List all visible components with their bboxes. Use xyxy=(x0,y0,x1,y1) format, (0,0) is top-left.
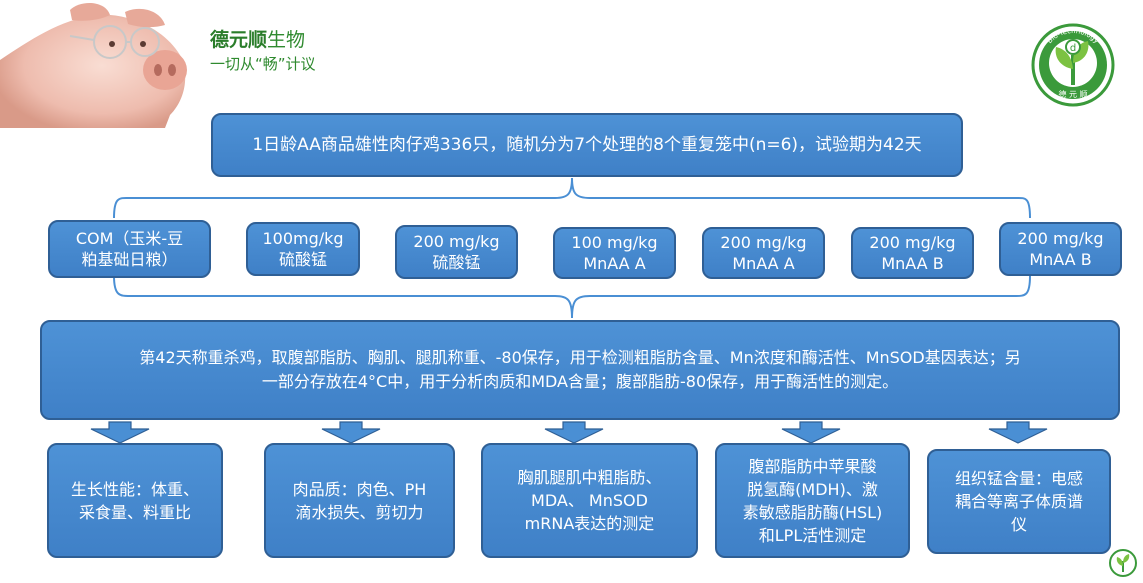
sampling-procedure-box: 第42天称重杀鸡，取腹部脂肪、胸肌、腿肌称重、-80保存，用于检测粗脂肪含量、M… xyxy=(40,320,1120,420)
pig-with-glasses-image xyxy=(0,3,187,128)
outcome-4-line-2: 脱氢酶(MDH)、激 xyxy=(747,479,878,499)
group-7-line-2: MnAA B xyxy=(1029,250,1092,269)
sampling-line-1: 第42天称重杀鸡，取腹部脂肪、胸肌、腿肌称重、-80保存，用于检测粗脂肪含量、M… xyxy=(139,348,1021,367)
outcome-5-line-1: 组织锰含量：电感 xyxy=(954,469,1083,488)
group-1-line-2: 粕基础日粮） xyxy=(81,250,178,269)
group-6-line-2: MnAA B xyxy=(881,254,944,273)
company-logo: d Bio-Technology 德 元 顺 xyxy=(1031,23,1115,107)
arrow-down-1 xyxy=(90,421,150,444)
group-2-line-1: 100mg/kg xyxy=(262,229,344,248)
experiment-setup-box: 1日龄AA商品雄性肉仔鸡336只，随机分为7个处理的8个重复笼中(n=6)，试验… xyxy=(211,113,963,177)
outcome-abdominal-fat-enzymes: 腹部脂肪中苹果酸 脱氢酶(MDH)、激 素敏感脂肪酶(HSL) 和LPL活性测定 xyxy=(715,443,910,558)
logo-center-letter: d xyxy=(1070,43,1076,54)
outcome-4-line-3: 素敏感脂肪酶(HSL) xyxy=(742,502,883,522)
outcome-1-line-1: 生长性能：体重、 xyxy=(70,479,199,499)
outcome-3-line-2: MDA、 MnSOD xyxy=(531,491,648,510)
group-4-line-1: 100 mg/kg xyxy=(571,233,658,252)
outcome-2-line-2: 滴水损失、剪切力 xyxy=(295,502,424,522)
brand-block: 德元顺生物 一切从“畅”计议 xyxy=(210,28,316,74)
treatment-group-1: COM（玉米-豆粕基础日粮） xyxy=(48,220,211,278)
top-bracket xyxy=(113,177,1031,219)
group-5-line-1: 200 mg/kg xyxy=(720,233,807,252)
outcome-4-line-4: 和LPL活性测定 xyxy=(758,525,867,545)
arrow-down-2 xyxy=(321,421,381,444)
down-arrows xyxy=(90,421,1048,444)
group-5-line-2: MnAA A xyxy=(732,254,795,273)
outcome-tissue-manganese: 组织锰含量：电感 耦合等离子体质谱 仪 xyxy=(927,449,1111,554)
corner-logo-icon xyxy=(1109,549,1137,577)
logo-bottom-text: 德 元 顺 xyxy=(1058,89,1087,99)
arrow-down-5 xyxy=(988,421,1048,444)
group-3-line-1: 200 mg/kg xyxy=(413,232,500,251)
group-1-line-1: COM（玉米-豆 xyxy=(75,229,184,248)
brand-slogan: 一切从“畅”计议 xyxy=(210,55,316,73)
outcome-2-line-1: 肉品质：肉色、PH xyxy=(292,479,427,499)
outcome-5-line-2: 耦合等离子体质谱 xyxy=(954,492,1083,511)
treatment-group-2: 100mg/kg 硫酸锰 xyxy=(246,222,360,276)
group-7-line-1: 200 mg/kg xyxy=(1017,229,1104,248)
outcome-1-line-2: 采食量、料重比 xyxy=(78,502,191,522)
outcome-growth-performance: 生长性能：体重、 采食量、料重比 xyxy=(47,443,223,558)
group-6-line-1: 200 mg/kg xyxy=(869,233,956,252)
brand-name: 德元顺生物 xyxy=(210,29,306,51)
arrow-down-4 xyxy=(781,421,841,444)
group-2-line-2: 硫酸锰 xyxy=(278,250,327,269)
group-4-line-2: MnAA A xyxy=(583,254,646,273)
outcome-5-line-3: 仪 xyxy=(1010,515,1027,534)
outcome-4-line-1: 腹部脂肪中苹果酸 xyxy=(748,456,877,476)
bottom-bracket xyxy=(113,275,1031,319)
outcome-muscle-fat-mda: 胸肌腿肌中粗脂肪、 MDA、 MnSOD mRNA表达的测定 xyxy=(481,443,698,558)
outcome-3-line-1: 胸肌腿肌中粗脂肪、 xyxy=(517,468,662,487)
group-3-line-2: 硫酸锰 xyxy=(432,253,481,272)
sampling-line-2: 一部分存放在4°C中，用于分析肉质和MDA含量；腹部脂肪-80保存，用于酶活性的… xyxy=(261,372,899,391)
treatment-group-3: 200 mg/kg 硫酸锰 xyxy=(395,225,518,279)
outcome-3-line-3: mRNA表达的测定 xyxy=(524,514,655,533)
arrow-down-3 xyxy=(544,421,604,444)
outcome-meat-quality: 肉品质：肉色、PH 滴水损失、剪切力 xyxy=(264,443,455,558)
